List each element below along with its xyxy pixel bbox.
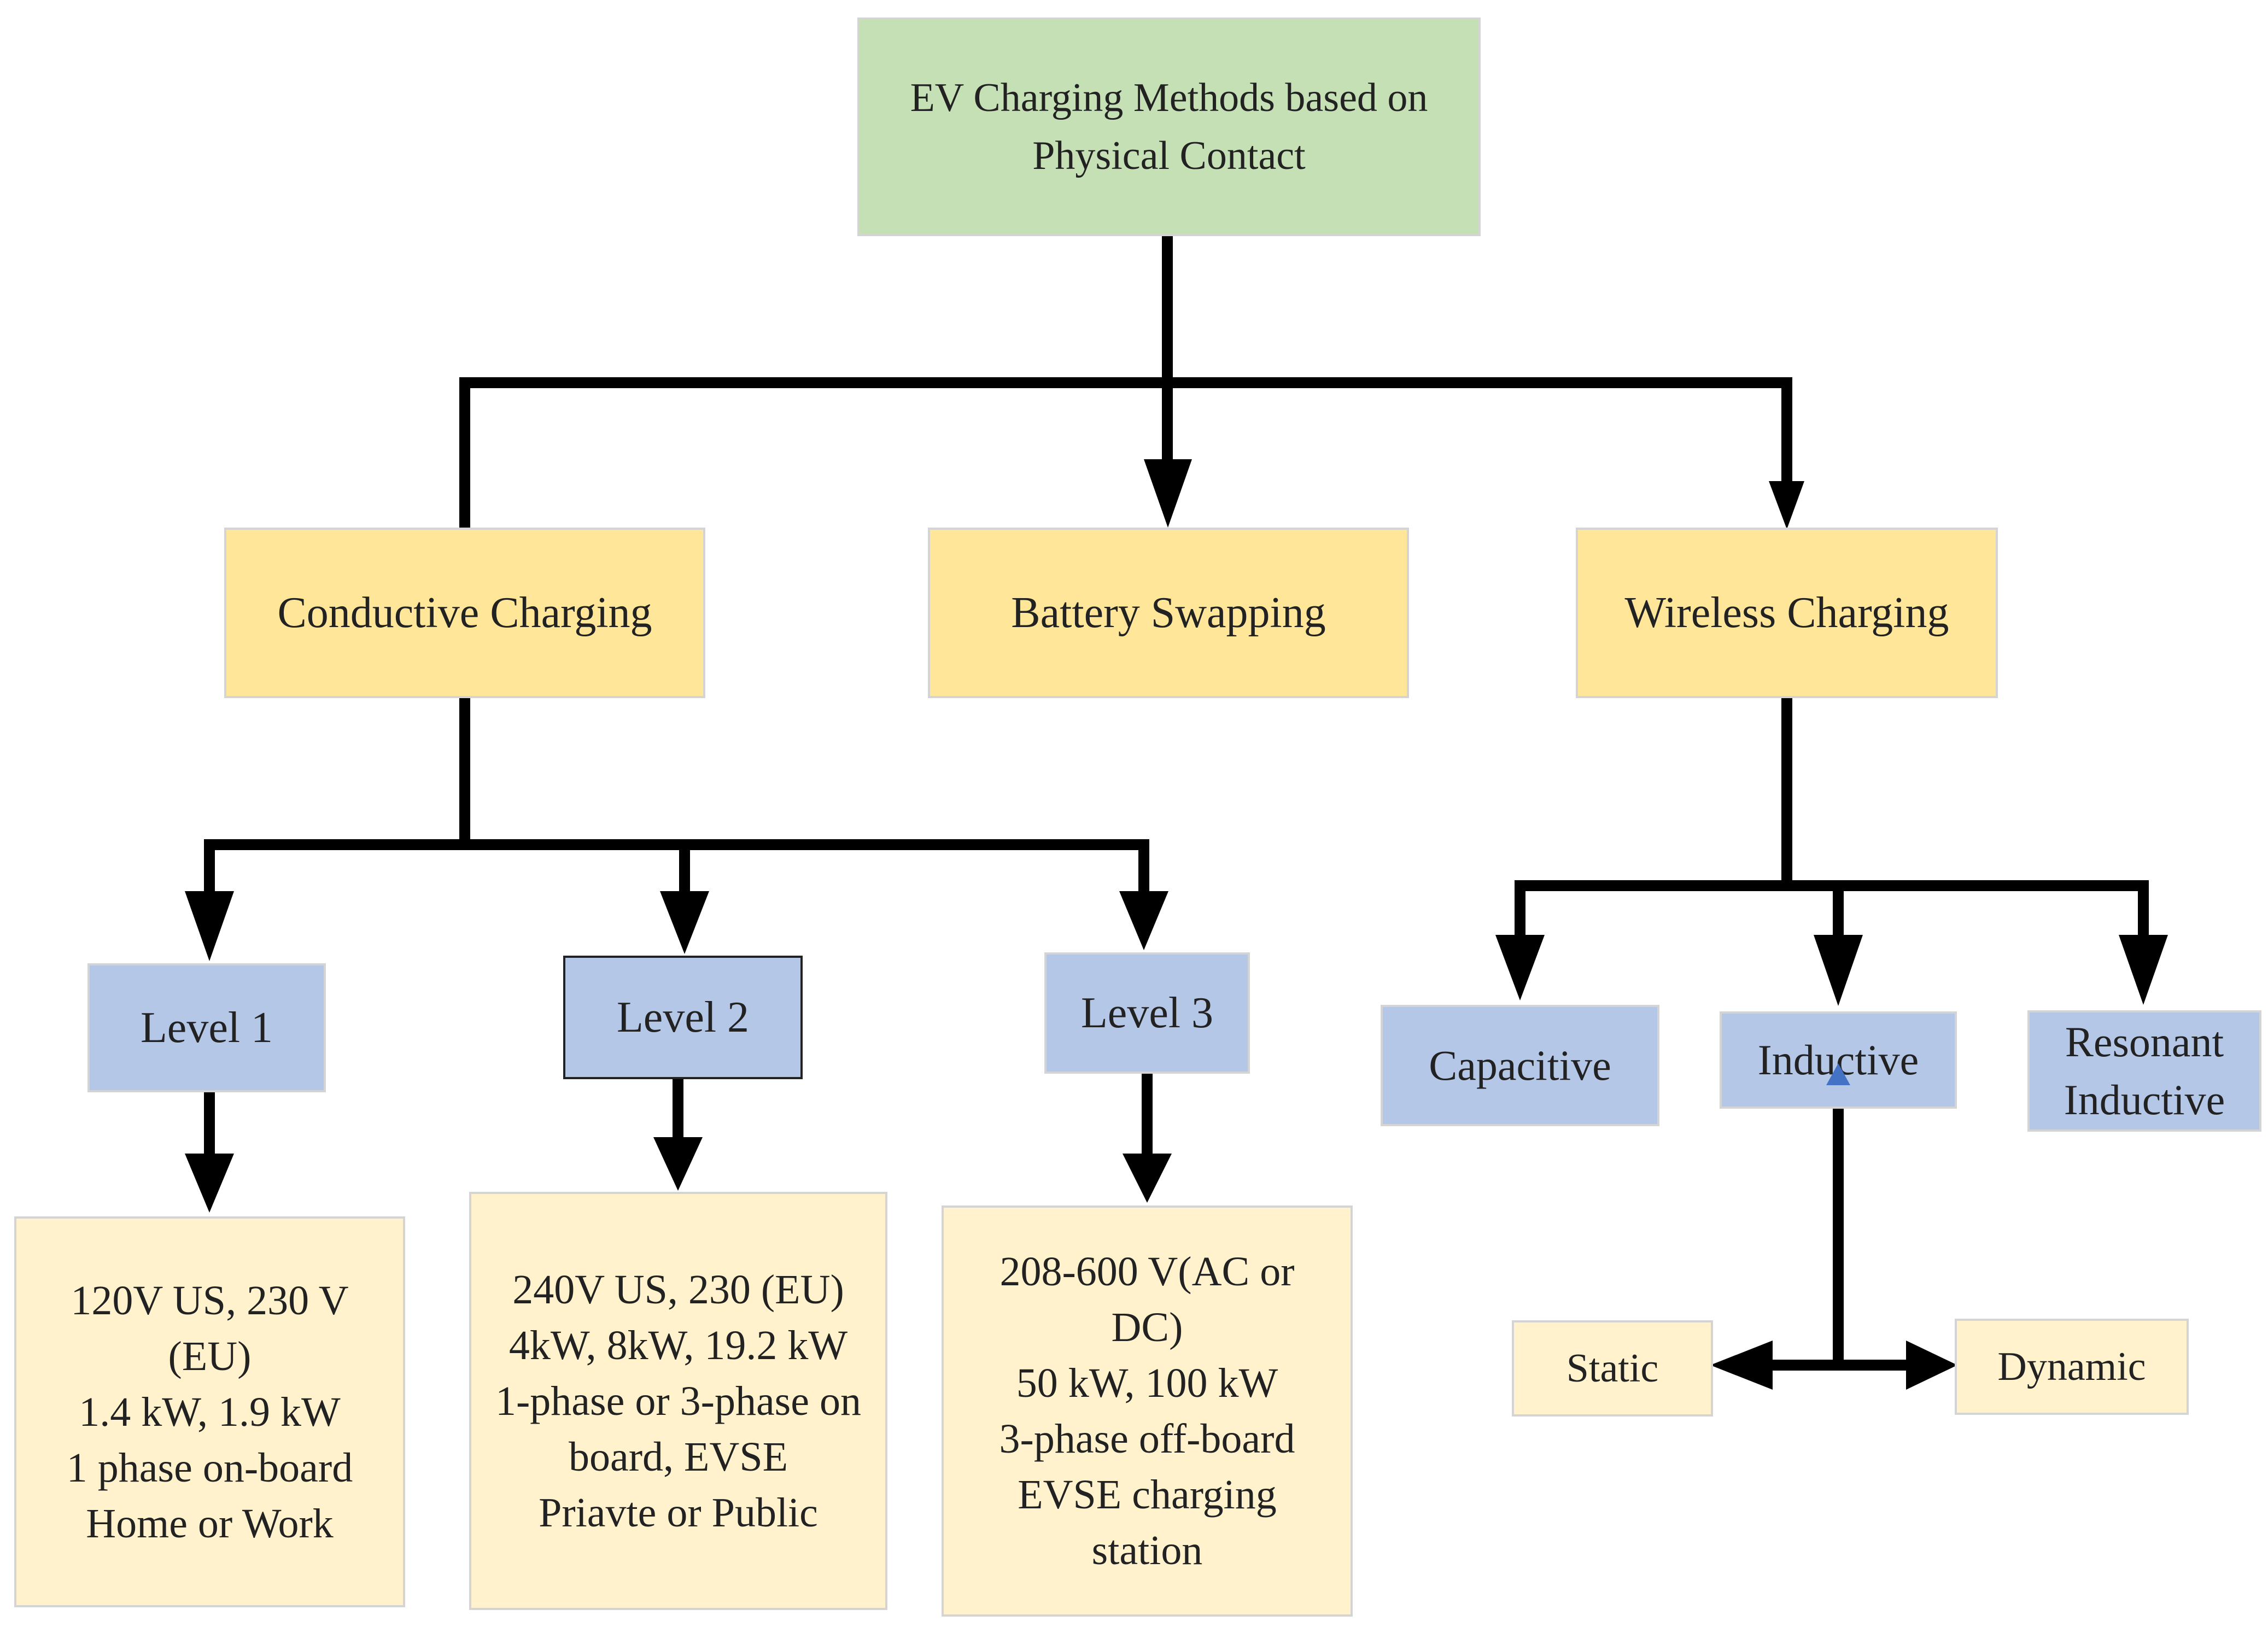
inductive-node: Inductive: [1720, 1011, 1957, 1109]
level1-node: Level 1: [87, 963, 326, 1092]
level2-node: Level 2: [563, 956, 803, 1079]
capacitive-node: Capacitive: [1381, 1005, 1659, 1126]
arrowhead-level1: [185, 891, 234, 961]
battery-swapping-node: Battery Swapping: [928, 528, 1409, 698]
arrowhead-inductive: [1814, 935, 1863, 1006]
level3-details: 208-600 V(AC or DC) 50 kW, 100 kW 3-phas…: [942, 1205, 1353, 1617]
static-label: Static: [1566, 1346, 1659, 1391]
arrowhead-level3-detail: [1123, 1154, 1172, 1203]
arrowhead-level3: [1119, 891, 1168, 950]
wireless-charging-node: Wireless Charging: [1576, 528, 1998, 698]
conductive-charging-label: Conductive Charging: [277, 589, 652, 637]
arrowhead-static: [1710, 1341, 1773, 1390]
level2-details: 240V US, 230 (EU) 4kW, 8kW, 19.2 kW 1-ph…: [469, 1192, 887, 1610]
arrowhead-dynamic: [1906, 1341, 1957, 1390]
dynamic-node: Dynamic: [1955, 1319, 2189, 1415]
connector-wireless-bus: [1515, 880, 2149, 940]
capacitive-label: Capacitive: [1429, 1041, 1611, 1089]
arrowhead-battery-swapping: [1144, 459, 1192, 528]
connector-top-bus: [459, 377, 1792, 530]
arrowhead-resonant: [2119, 935, 2168, 1005]
battery-swapping-label: Battery Swapping: [1011, 589, 1326, 637]
small-arrowhead: [1826, 1063, 1850, 1085]
static-node: Static: [1512, 1320, 1713, 1417]
connector-level-bus: [204, 839, 1149, 897]
level2-details-text: 240V US, 230 (EU) 4kW, 8kW, 19.2 kW 1-ph…: [495, 1266, 861, 1536]
level3-node: Level 3: [1044, 952, 1250, 1074]
arrowhead-capacitive: [1495, 935, 1545, 1000]
arrowhead-level2: [660, 891, 709, 954]
root-label: EV Charging Methods based on Physical Co…: [910, 75, 1428, 178]
level3-details-text: 208-600 V(AC or DC) 50 kW, 100 kW 3-phas…: [999, 1249, 1295, 1573]
arrowhead-level2-detail: [653, 1137, 703, 1191]
root-node: EV Charging Methods based on Physical Co…: [857, 17, 1481, 236]
level3-label: Level 3: [1080, 989, 1214, 1037]
level1-details: 120V US, 230 V (EU) 1.4 kW, 1.9 kW 1 pha…: [14, 1216, 405, 1607]
dynamic-label: Dynamic: [1997, 1344, 2146, 1389]
level1-label: Level 1: [140, 1004, 273, 1052]
conductive-charging-node: Conductive Charging: [224, 528, 705, 698]
level2-label: Level 2: [616, 993, 750, 1041]
resonant-inductive-node: Resonant Inductive: [2027, 1010, 2261, 1132]
resonant-inductive-label: Resonant Inductive: [2064, 1018, 2225, 1123]
wireless-charging-label: Wireless Charging: [1624, 589, 1949, 637]
arrowhead-level1-detail: [185, 1154, 234, 1213]
level1-details-text: 120V US, 230 V (EU) 1.4 kW, 1.9 kW 1 pha…: [66, 1277, 353, 1547]
arrowhead-wireless-charging: [1769, 481, 1804, 529]
